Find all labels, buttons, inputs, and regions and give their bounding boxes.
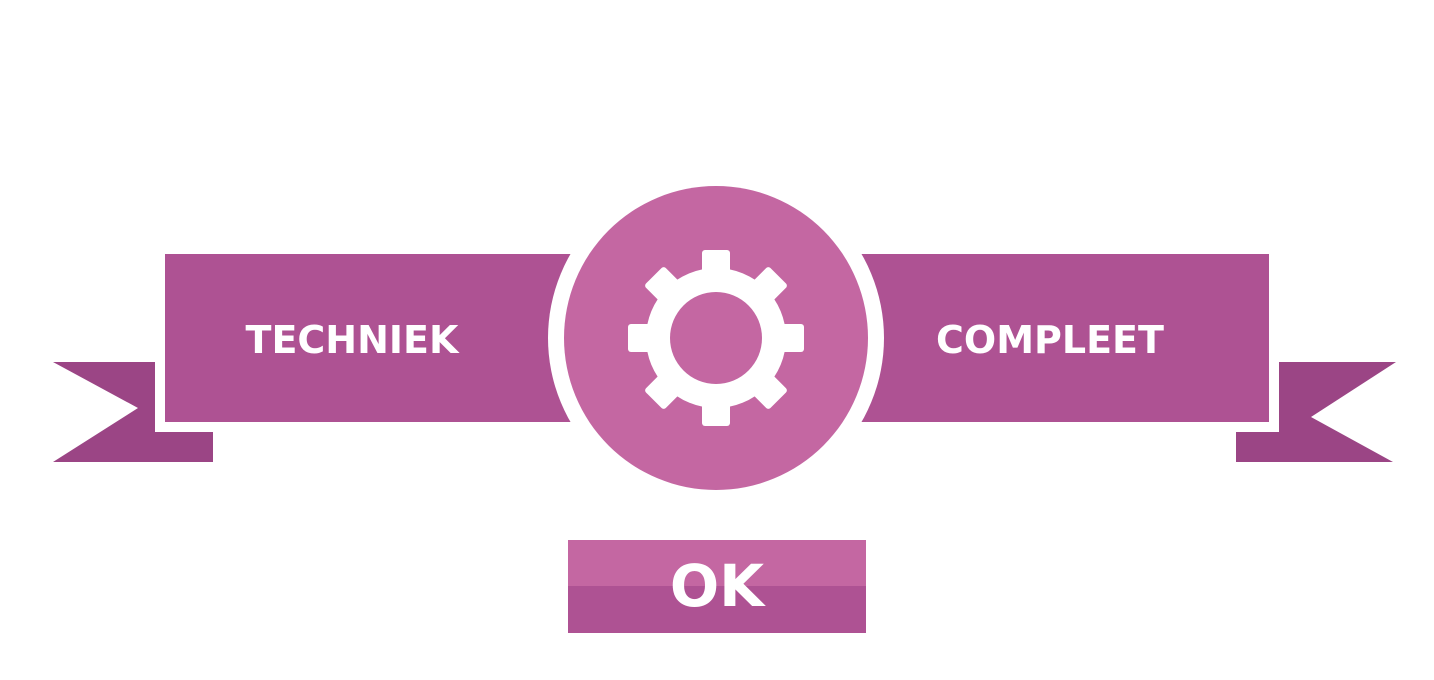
ok-button[interactable]: OK (568, 540, 866, 633)
ribbon-tail-right (1236, 362, 1396, 462)
banner-label-left: TECHNIEK (245, 318, 459, 362)
ribbon-tail-left (53, 362, 213, 462)
gear-icon (628, 250, 804, 426)
ribbon-band-left (165, 254, 575, 422)
ribbon-band-right (858, 254, 1269, 422)
banner-label-right: COMPLEET (936, 318, 1164, 362)
